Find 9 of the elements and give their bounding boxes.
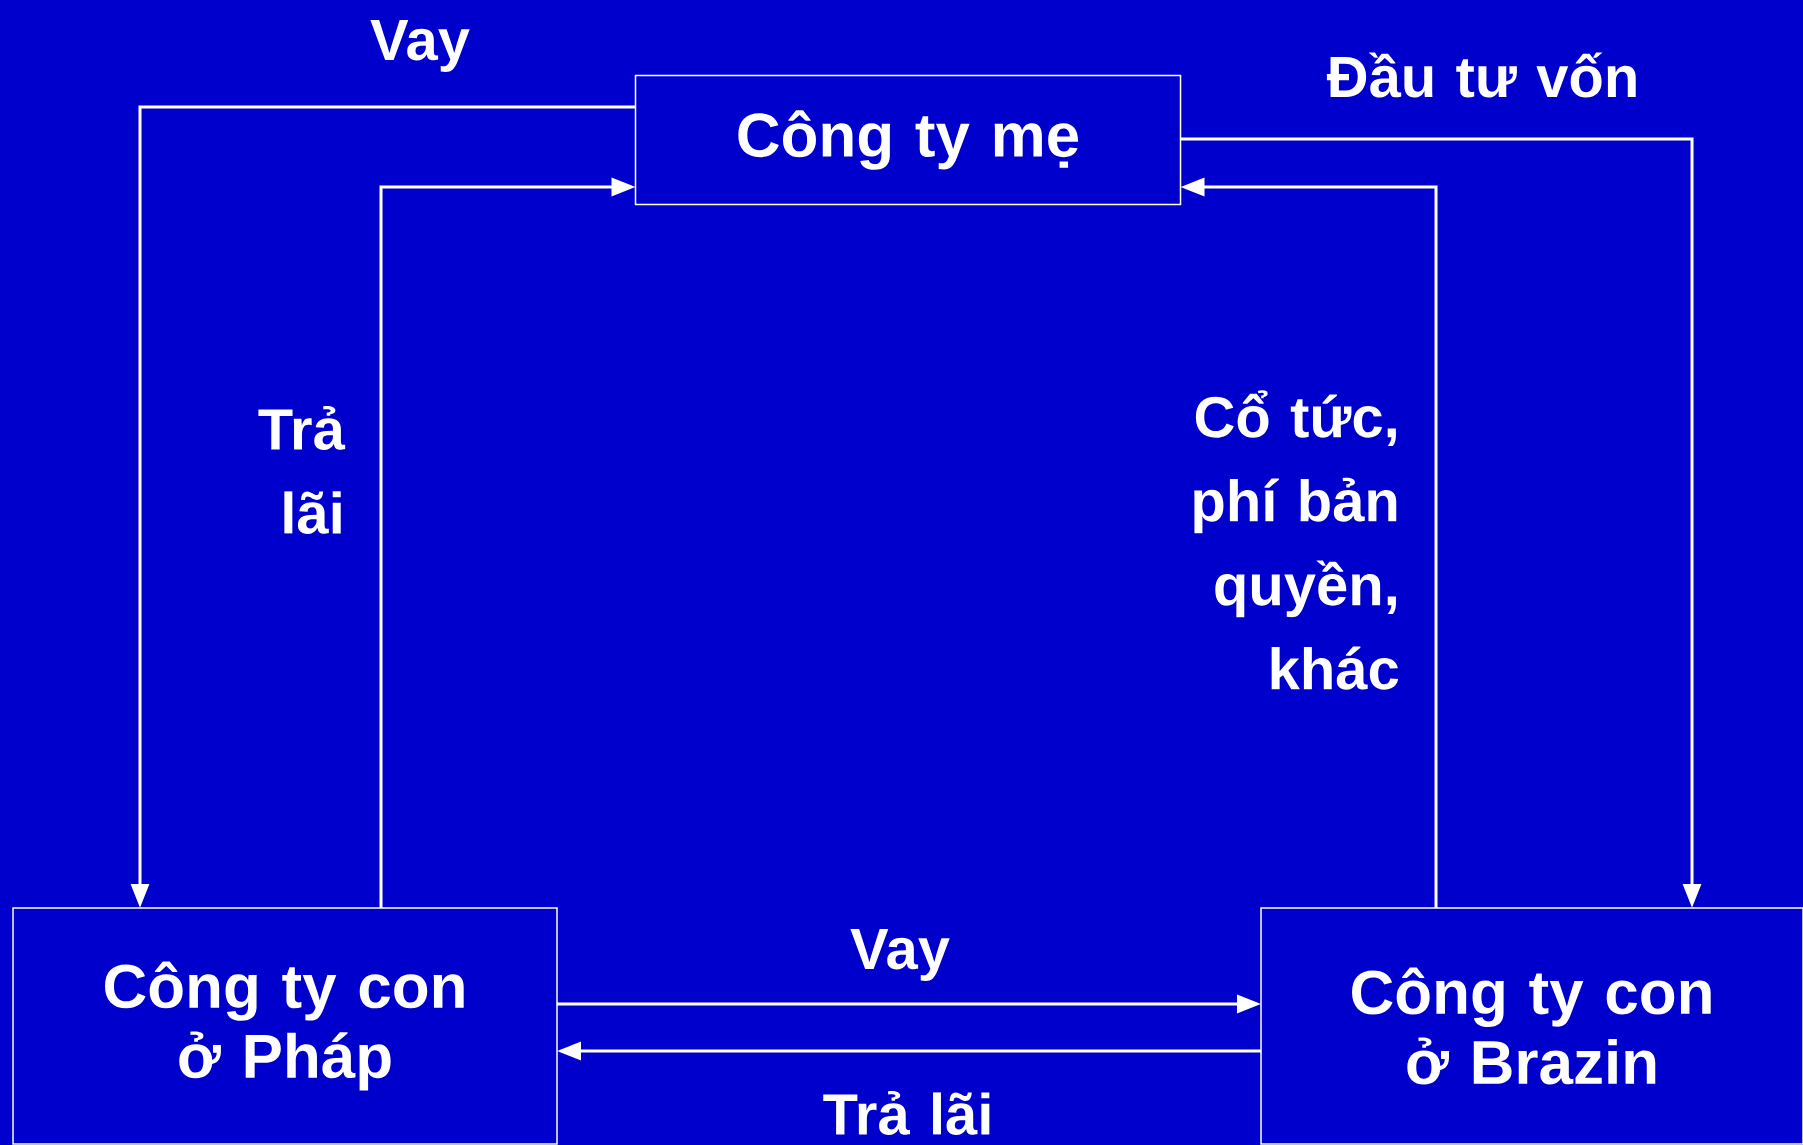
edge-label: Đầu tư vốn (1326, 52, 1636, 98)
edge-label: Cổ tức, phí bản quyền, khác (1194, 390, 1399, 690)
edge-label: Vay (370, 20, 470, 72)
edge-label: Vay (850, 929, 950, 981)
company-box: Công ty con ở Brazin (1260, 907, 1803, 1145)
company-box: Công ty mẹ (634, 74, 1182, 206)
company-box: Công ty con ở Pháp (12, 907, 558, 1145)
edge-label: Trả lãi (823, 1091, 990, 1135)
edge-label: Trả lãi (258, 406, 346, 534)
